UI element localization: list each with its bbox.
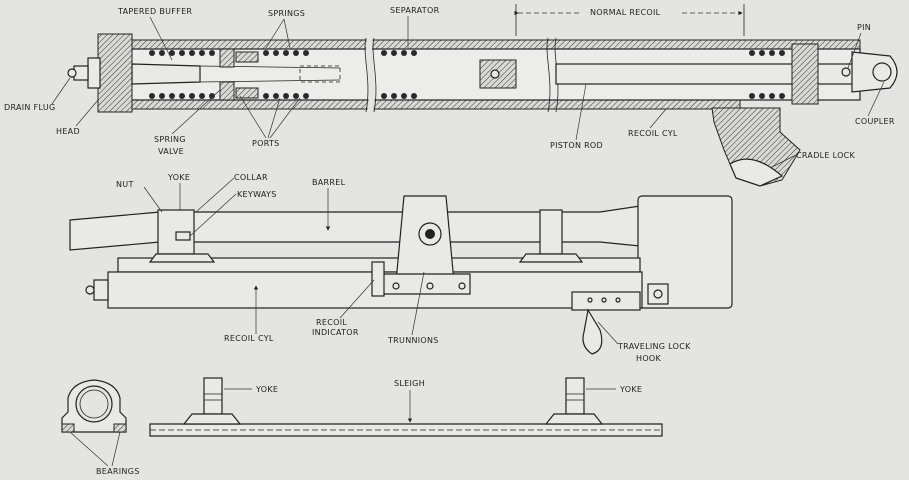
label-yoke-left: YOKE <box>255 385 278 394</box>
spring-coils-right <box>749 50 785 99</box>
label-springs: SPRINGS <box>268 9 305 18</box>
drain-plug-knob <box>67 68 77 78</box>
label-separator: SEPARATOR <box>390 6 440 15</box>
label-recoil-cyl-top: RECOIL CYL <box>628 129 678 138</box>
label-nut: NUT <box>116 180 134 189</box>
bearing-end-view <box>61 379 127 433</box>
recoil-indicator <box>371 261 385 297</box>
tapered-buffer <box>131 63 201 85</box>
traveling-lock-hook <box>582 308 603 355</box>
label-coupler: COUPLER <box>855 117 895 126</box>
label-spring-valve-2: VALVE <box>158 147 184 156</box>
breech-housing <box>637 195 733 309</box>
label-tapered-buffer: TAPERED BUFFER <box>117 7 192 16</box>
label-recoil-indicator-1: RECOIL <box>316 318 347 327</box>
label-normal-recoil: NORMAL RECOIL <box>590 8 661 17</box>
label-recoil-cyl-mid: RECOIL CYL <box>224 334 274 343</box>
label-drain-flug: DRAIN FLUG <box>4 103 55 112</box>
label-traveling-lock-1: TRAVELING LOCK <box>617 342 691 351</box>
port-block-lower <box>235 87 259 99</box>
rear-gland <box>791 43 819 105</box>
cylinder-wall-bottom <box>99 99 741 110</box>
head-boss <box>87 57 101 89</box>
spring-valve-upper <box>219 48 235 68</box>
label-bearings: BEARINGS <box>96 467 140 476</box>
label-keyways: KEYWAYS <box>237 190 277 199</box>
label-collar: COLLAR <box>234 173 268 182</box>
label-barrel: BARREL <box>312 178 346 187</box>
pin <box>841 67 851 77</box>
label-head: HEAD <box>56 127 80 136</box>
spring-valve-lower <box>219 81 235 101</box>
label-yoke-mid: YOKE <box>167 173 190 182</box>
coupler-eye <box>872 62 892 82</box>
label-traveling-lock-2: HOOK <box>636 354 662 363</box>
label-pin: PIN <box>857 23 871 32</box>
label-recoil-indicator-2: INDICATOR <box>312 328 359 337</box>
gun-assembly <box>69 195 733 355</box>
spring-coils-separator <box>381 50 417 99</box>
spring-coils-left <box>149 50 309 99</box>
cylinder-end-cap <box>93 279 109 301</box>
label-piston-rod: PISTON ROD <box>550 141 603 150</box>
label-cradle-lock: CRADLE LOCK <box>796 151 856 160</box>
port-block-upper <box>235 51 259 63</box>
label-trunnions: TRUNNIONS <box>387 336 439 345</box>
label-yoke-right: YOKE <box>619 385 642 394</box>
cylinder-head <box>97 33 133 113</box>
sleigh-yoke-right <box>565 377 585 415</box>
cylinder-wall-top <box>99 39 861 50</box>
keyway <box>175 231 191 241</box>
sleigh-assembly <box>61 377 663 437</box>
label-sleigh: SLEIGH <box>394 379 425 388</box>
yoke-right-mid <box>539 209 563 255</box>
sleigh-yoke-left <box>203 377 223 415</box>
label-spring-valve-1: SPRING <box>154 135 186 144</box>
recoil-cylinder-section <box>67 4 898 187</box>
label-ports: PORTS <box>252 139 280 148</box>
